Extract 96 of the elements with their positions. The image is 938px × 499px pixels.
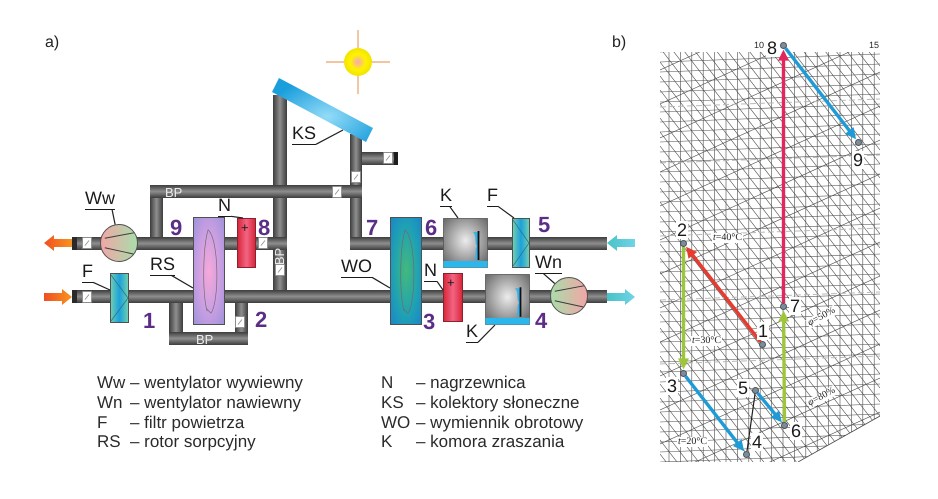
leader-line bbox=[230, 216, 244, 219]
chart-point bbox=[759, 341, 766, 348]
process-arrow bbox=[686, 246, 762, 343]
component-label: N bbox=[218, 196, 231, 217]
component-label: Ww bbox=[85, 189, 115, 210]
key-abbreviation: N bbox=[381, 373, 394, 393]
process-arrow bbox=[756, 392, 782, 422]
leader-line bbox=[449, 206, 458, 218]
fan-symbol bbox=[550, 277, 588, 315]
chart-point bbox=[780, 303, 787, 310]
leader-line bbox=[111, 209, 116, 225]
plus-sign: + bbox=[447, 276, 455, 289]
plus-sign: + bbox=[241, 221, 249, 234]
chart-point bbox=[680, 370, 687, 377]
duct-point-number: 1 bbox=[143, 310, 156, 332]
component-label: RS bbox=[150, 255, 176, 276]
heater-symbol bbox=[443, 273, 463, 322]
duct-point-number: 9 bbox=[170, 217, 182, 239]
process-arrow bbox=[778, 50, 789, 303]
leader-line bbox=[171, 274, 194, 289]
point-number: 5 bbox=[737, 379, 750, 397]
duct-point-number: 3 bbox=[423, 311, 436, 333]
chart-point bbox=[752, 387, 759, 394]
key-description: – wentylator nawiewny bbox=[130, 393, 302, 413]
process-arrow bbox=[678, 247, 689, 370]
solar-collector-panel bbox=[272, 78, 373, 142]
key-description: – wentylator wywiewny bbox=[130, 373, 303, 393]
leader-line bbox=[316, 129, 344, 145]
point-number: 9 bbox=[852, 151, 864, 169]
component-label: Wn bbox=[535, 253, 562, 274]
point-number: 4 bbox=[751, 433, 764, 451]
leader-line bbox=[92, 282, 110, 291]
duct-point-number: 6 bbox=[425, 217, 438, 239]
bypass-label: BP bbox=[196, 333, 214, 346]
component-label: F bbox=[82, 262, 93, 283]
key-abbreviation: K bbox=[381, 432, 392, 452]
component-label: F bbox=[487, 186, 498, 207]
component-label: K bbox=[440, 186, 452, 207]
point-number: 2 bbox=[676, 221, 688, 239]
duct-point-number: 8 bbox=[258, 217, 270, 239]
panel-label: b) bbox=[612, 35, 626, 51]
key-description: – nagrzewnica bbox=[416, 373, 526, 393]
chart-point bbox=[680, 240, 687, 247]
duct-point-number: 7 bbox=[366, 217, 378, 239]
key-abbreviation: KS bbox=[381, 393, 404, 413]
filter-symbol bbox=[110, 273, 129, 323]
chart-point bbox=[743, 451, 750, 458]
key-abbreviation: WO bbox=[381, 413, 410, 433]
key-abbreviation: F bbox=[97, 413, 108, 433]
chart-point bbox=[780, 42, 787, 49]
chart-point bbox=[855, 139, 862, 146]
leader-line bbox=[542, 272, 556, 284]
component-label: WO bbox=[341, 257, 372, 278]
key-abbreviation: Wn bbox=[97, 393, 122, 413]
key-description: – rotor sorpcyjny bbox=[130, 432, 256, 452]
point-number: 6 bbox=[790, 422, 802, 440]
chart-point bbox=[781, 422, 788, 429]
leader-line bbox=[498, 206, 514, 218]
isotherm-label: t=40°C bbox=[712, 233, 744, 243]
process-arrow bbox=[784, 47, 856, 140]
duct-point-number: 5 bbox=[538, 214, 550, 236]
sorption-rotor bbox=[193, 217, 225, 325]
duct-point-number: 2 bbox=[255, 309, 268, 331]
panel-label: a) bbox=[45, 35, 60, 51]
point-number: 8 bbox=[766, 39, 778, 57]
leader-line bbox=[478, 324, 496, 343]
spray-chamber bbox=[485, 274, 530, 325]
point-number: 3 bbox=[666, 377, 678, 395]
point-number: 7 bbox=[789, 297, 802, 315]
rotary-heat-exchanger bbox=[390, 217, 422, 325]
bypass-label: BP bbox=[273, 248, 286, 266]
isotherm-label: t=30°C bbox=[691, 336, 722, 346]
component-label: KS bbox=[292, 124, 316, 145]
axis-tick-label: 10 bbox=[754, 41, 764, 50]
key-description: – kolektory słoneczne bbox=[416, 393, 580, 413]
key-abbreviation: RS bbox=[97, 432, 121, 452]
process-arrow bbox=[778, 310, 790, 422]
spray-chamber bbox=[443, 218, 488, 268]
bypass-label: BP bbox=[165, 186, 182, 199]
point-number: 1 bbox=[757, 322, 770, 340]
key-description: – filtr powietrza bbox=[130, 413, 244, 433]
leader-line bbox=[436, 280, 444, 290]
process-arrow bbox=[684, 375, 744, 452]
key-description: – komora zraszania bbox=[416, 432, 564, 452]
key-description: – wymiennik obrotowy bbox=[416, 413, 584, 433]
component-label: K bbox=[466, 322, 478, 343]
heater-symbol bbox=[237, 218, 256, 268]
leader-line bbox=[372, 276, 390, 289]
process-line bbox=[746, 394, 756, 452]
duct-point-number: 4 bbox=[535, 310, 548, 332]
key-abbreviation: Ww bbox=[97, 373, 126, 393]
filter-symbol bbox=[512, 218, 530, 268]
component-label: N bbox=[424, 261, 437, 282]
axis-tick-label: 15 bbox=[869, 41, 880, 50]
isotherm-label: t=20°C bbox=[677, 437, 708, 447]
fan-symbol bbox=[100, 224, 138, 262]
